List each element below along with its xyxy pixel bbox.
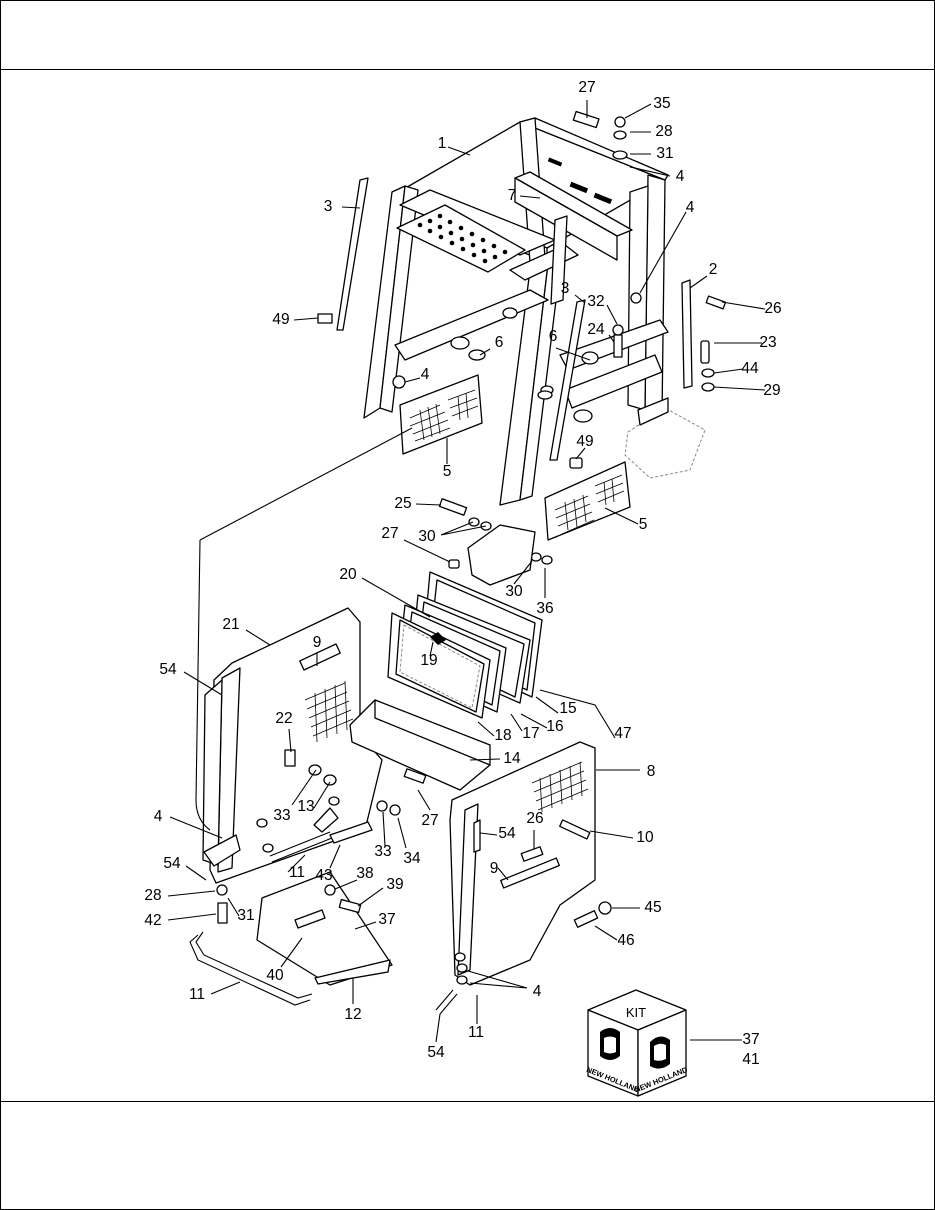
part-callout-27: 27 — [578, 79, 595, 96]
part-callout-36: 36 — [536, 600, 553, 617]
part-callout-30: 30 — [505, 583, 523, 600]
part-callout-25: 25 — [394, 495, 411, 512]
part-callout-54: 54 — [163, 855, 181, 872]
part-callout-28: 28 — [655, 123, 672, 140]
part-callout-4: 4 — [421, 366, 430, 383]
part-callout-39: 39 — [386, 876, 403, 893]
part-callout-41: 41 — [742, 1051, 759, 1068]
part-callout-30: 30 — [418, 528, 436, 545]
footer-rule — [0, 1101, 935, 1102]
part-callout-21: 21 — [222, 616, 239, 633]
floor-parts — [189, 749, 612, 1015]
part-callout-12: 12 — [344, 1006, 361, 1023]
part-callout-11: 11 — [289, 864, 305, 881]
part-callout-49: 49 — [272, 311, 289, 328]
part-callout-14: 14 — [503, 750, 521, 767]
part-callout-47: 47 — [614, 725, 631, 742]
part-callout-24: 24 — [587, 321, 605, 338]
part-callout-37: 37 — [742, 1031, 759, 1048]
part-callout-9: 9 — [313, 634, 322, 651]
part-callout-44: 44 — [741, 360, 759, 377]
part-callout-33: 33 — [273, 807, 290, 824]
part-callout-35: 35 — [653, 95, 670, 112]
part-callout-27: 27 — [421, 812, 438, 829]
part-callout-43: 43 — [315, 867, 332, 884]
seat-pan-top — [374, 699, 491, 766]
part-callout-1: 1 — [438, 135, 447, 152]
kit-label: KIT — [626, 1005, 646, 1020]
part-callout-26: 26 — [526, 810, 543, 827]
part-callout-54: 54 — [159, 661, 177, 678]
part-callout-9: 9 — [490, 860, 499, 877]
part-callout-46: 46 — [617, 932, 634, 949]
window-assembly — [387, 571, 543, 719]
part-callout-3: 3 — [324, 198, 333, 215]
part-callout-40: 40 — [266, 967, 284, 984]
part-callout-4: 4 — [533, 983, 542, 1000]
header-rule — [0, 69, 935, 70]
part-callout-17: 17 — [522, 725, 539, 742]
part-callout-31: 31 — [656, 145, 673, 162]
part-callout-19: 19 — [420, 652, 437, 669]
part-callout-4: 4 — [676, 168, 685, 185]
part-callout-26: 26 — [764, 300, 781, 317]
part-callout-22: 22 — [275, 710, 292, 727]
part-callout-3: 3 — [561, 280, 570, 297]
part-callout-31: 31 — [237, 907, 254, 924]
part-callout-27: 27 — [381, 525, 398, 542]
part-callout-6: 6 — [549, 328, 558, 345]
part-callout-7: 7 — [508, 187, 517, 204]
rops-frame — [363, 117, 706, 506]
part-callout-23: 23 — [759, 334, 776, 351]
part-callout-28: 28 — [144, 887, 161, 904]
part-callout-20: 20 — [339, 566, 357, 583]
part-callout-18: 18 — [494, 727, 511, 744]
part-callout-5: 5 — [639, 516, 648, 533]
part-callout-8: 8 — [647, 763, 656, 780]
part-callout-54: 54 — [498, 825, 516, 842]
part-callout-42: 42 — [144, 912, 161, 929]
left-panel-21 — [202, 607, 383, 884]
strip-43 — [329, 821, 373, 844]
right-panel-8 — [449, 741, 596, 986]
screen-5 — [399, 374, 631, 541]
hardware-top — [317, 110, 727, 586]
leader-lines — [167, 100, 766, 1043]
part-callout-38: 38 — [356, 865, 373, 882]
part-callout-54: 54 — [427, 1044, 445, 1061]
part-callout-2: 2 — [709, 261, 718, 278]
part-callout-49: 49 — [576, 433, 593, 450]
plate-2 — [681, 279, 693, 389]
part-callout-4: 4 — [154, 808, 163, 825]
part-callout-11: 11 — [189, 986, 205, 1003]
part-callout-37: 37 — [378, 911, 395, 928]
part-callout-15: 15 — [559, 700, 576, 717]
part-callout-45: 45 — [644, 899, 661, 916]
seal-strip-3 — [336, 177, 586, 461]
kit-box-icon: KIT NEW HOLLAND NEW HOLLAND — [585, 989, 689, 1097]
part-callout-13: 13 — [297, 798, 314, 815]
part-callout-5: 5 — [443, 463, 452, 480]
part-callout-29: 29 — [763, 382, 780, 399]
part-callout-4: 4 — [686, 199, 695, 216]
part-callout-32: 32 — [587, 293, 604, 310]
part-callout-33: 33 — [374, 843, 391, 860]
part-callout-6: 6 — [495, 334, 504, 351]
part-callout-34: 34 — [403, 850, 421, 867]
part-callout-11: 11 — [468, 1024, 484, 1041]
part-callout-16: 16 — [546, 718, 563, 735]
part-callout-10: 10 — [636, 829, 654, 846]
